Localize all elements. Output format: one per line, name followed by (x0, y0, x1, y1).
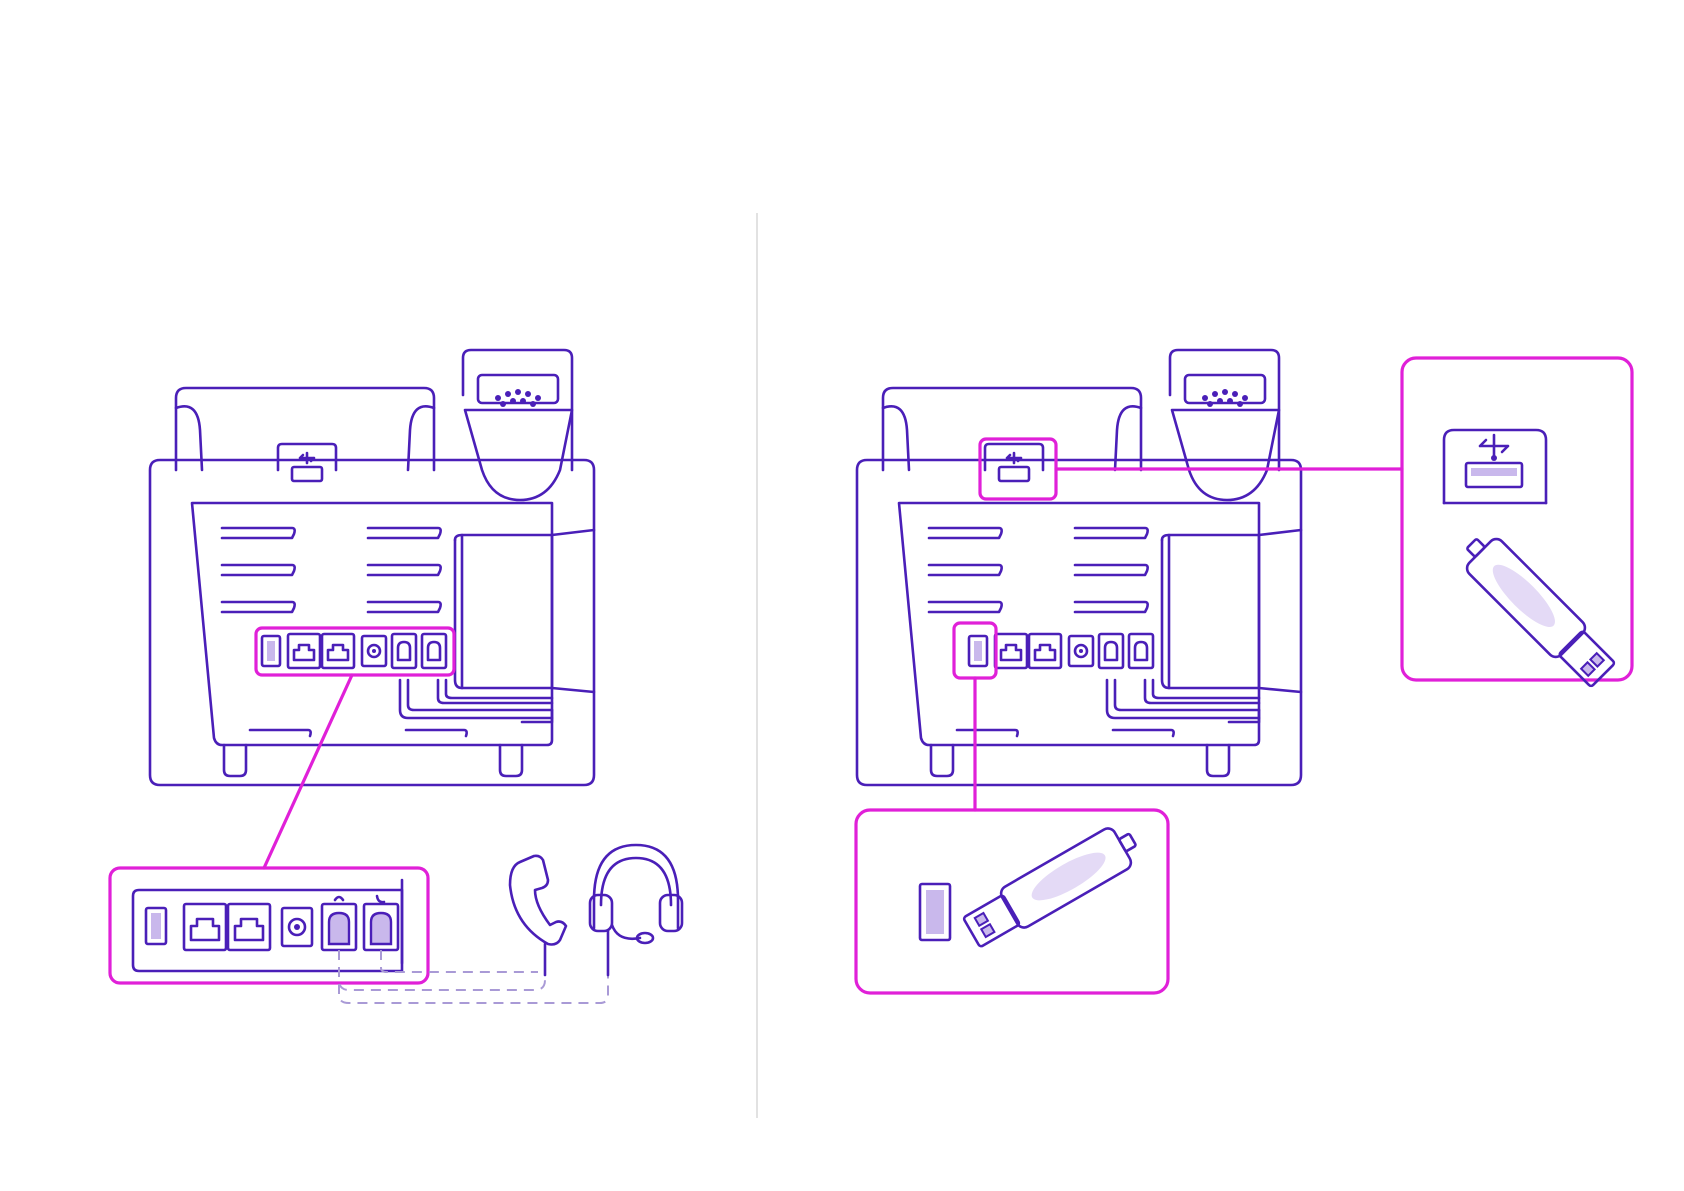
handset-port-icon (364, 896, 398, 950)
usb-flash-drive-icon (1455, 527, 1619, 691)
power-jack-icon (282, 908, 312, 946)
top-usb-highlight (980, 439, 1056, 499)
side-usb-callout (856, 810, 1168, 993)
ethernet-port-icon (228, 904, 270, 950)
top-usb-callout (1402, 358, 1632, 691)
headset-port-icon (322, 897, 356, 950)
port-callout (110, 868, 428, 983)
usb-port-icon (146, 908, 166, 944)
panel-usb-ports (856, 350, 1632, 993)
usb-port-icon (920, 884, 950, 940)
panel-audio-ports (110, 350, 682, 1003)
usb-port-icon (1466, 463, 1522, 487)
headset-icon (590, 845, 682, 975)
phone-back-illustration (150, 350, 594, 785)
ethernet-port-icon (184, 904, 226, 950)
usb-flash-drive-icon (960, 820, 1144, 953)
handset-icon (510, 856, 566, 975)
phone-back-illustration (857, 350, 1301, 785)
usb-symbol-icon (1480, 435, 1508, 461)
